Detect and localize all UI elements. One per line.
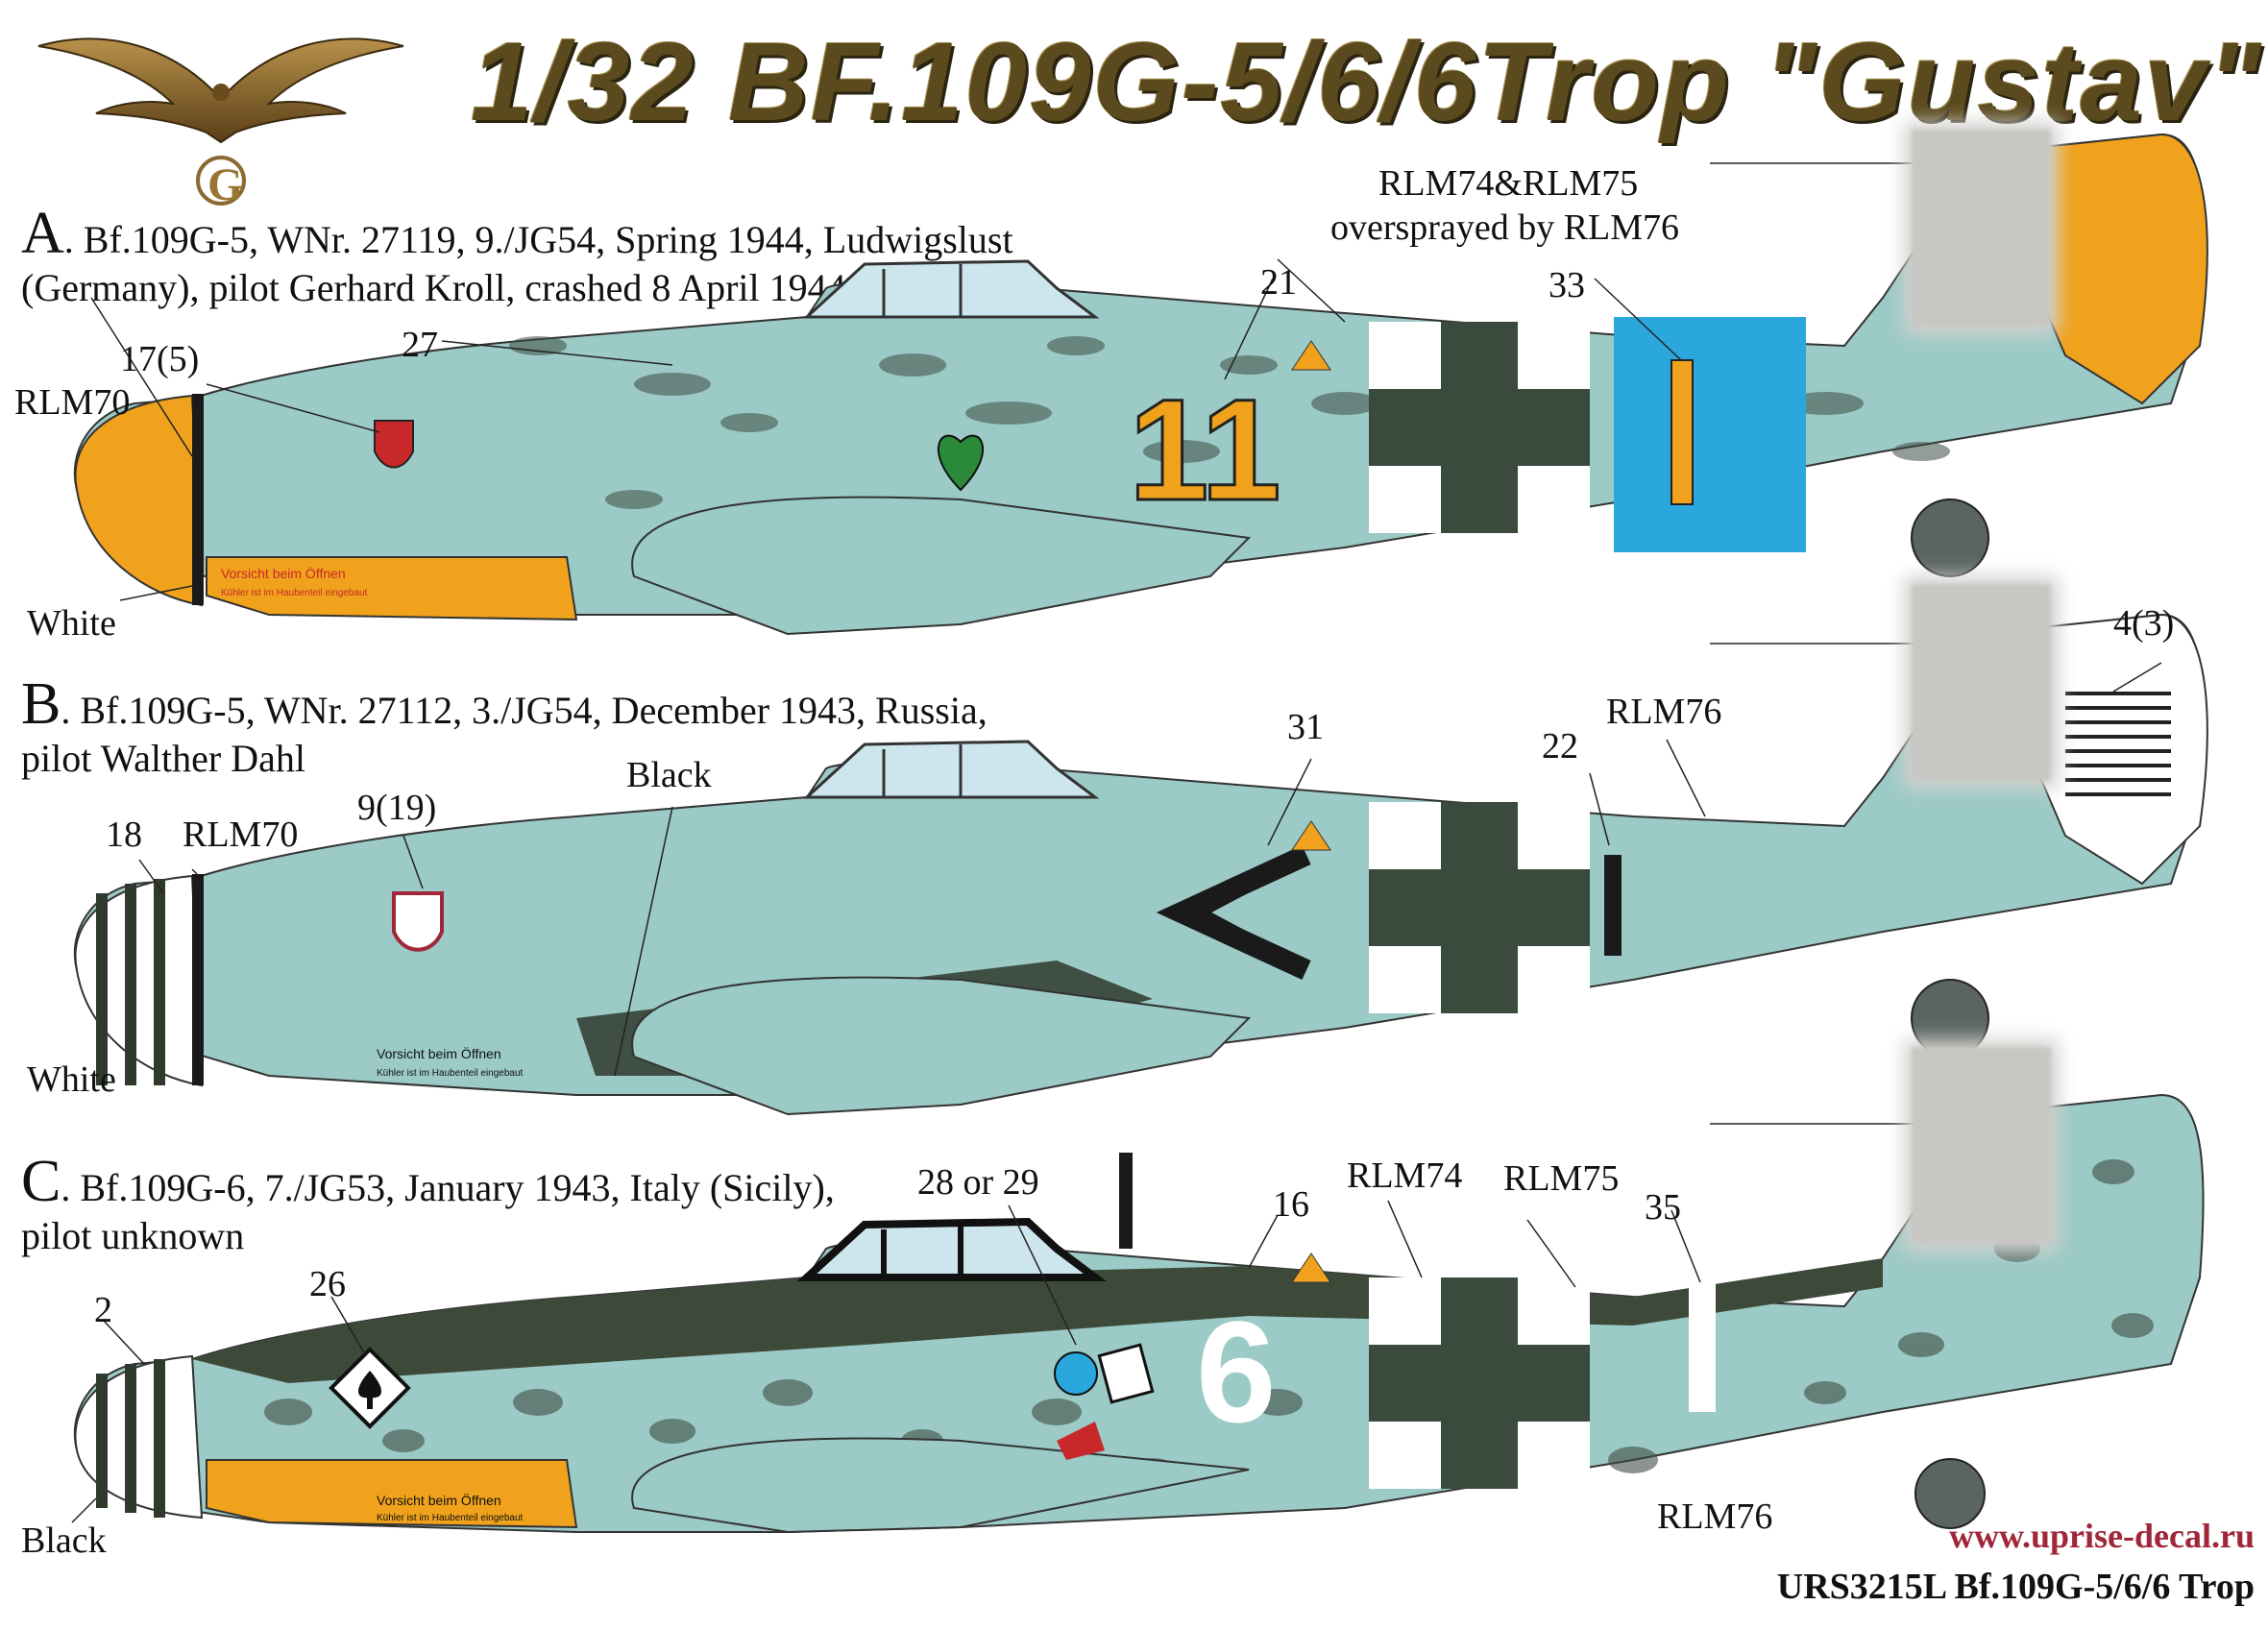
blurred-tail-area-b <box>1912 584 2051 781</box>
profile-a-stencil-sub: Kühler ist im Haubenteil eingebaut <box>221 588 368 598</box>
profile-a-caption: A. Bf.109G-5, WNr. 27119, 9./JG54, Sprin… <box>21 201 1013 309</box>
profile-b-label-4-3: 4(3) <box>2113 603 2175 644</box>
profile-c-label-black: Black <box>21 1521 107 1561</box>
profile-c-label-rlm76: RLM76 <box>1657 1496 1773 1537</box>
profile-b-label-9-19: 9(19) <box>357 788 437 828</box>
profile-b-stencil-warning: Vorsicht beim Öffnen <box>377 1045 501 1061</box>
profile-a-label-33: 33 <box>1549 265 1585 305</box>
profile-c-label-26: 26 <box>309 1264 346 1304</box>
profile-c-stencil-sub: Kühler ist im Haubenteil eingebaut <box>377 1513 524 1523</box>
profile-a-aircraft: 11 Vorsicht beim Öffnen Kühler ist im Ha… <box>73 133 2208 636</box>
blurred-tail-area-c <box>1912 1047 2051 1244</box>
profile-b-label-black: Black <box>626 755 712 795</box>
profile-a-stencil-warning: Vorsicht beim Öffnen <box>221 565 346 581</box>
profile-c-label-2: 2 <box>94 1290 112 1330</box>
profile-a-label-white: White <box>27 603 116 644</box>
profile-a-label-oversprayed: oversprayed by RLM76 <box>1330 207 1680 248</box>
profile-b-caption: B. Bf.109G-5, WNr. 27112, 3./JG54, Decem… <box>21 671 988 780</box>
profile-a-label-rlm74-75: RLM74&RLM75 <box>1378 163 1639 204</box>
profile-b-stencil-sub: Kühler ist im Haubenteil eingebaut <box>377 1068 524 1079</box>
profile-a-label-21: 21 <box>1260 262 1297 303</box>
profile-c-label-rlm75: RLM75 <box>1503 1158 1620 1199</box>
profile-a-label-rlm70: RLM70 <box>14 382 131 423</box>
profile-a-label-17: 17(5) <box>120 339 200 379</box>
logo-letter: G <box>207 159 243 209</box>
product-code: URS3215L Bf.109G-5/6/6 Trop <box>1776 1567 2255 1607</box>
profile-b-label-rlm70: RLM70 <box>183 815 299 855</box>
profile-c-label-rlm74: RLM74 <box>1347 1156 1463 1196</box>
profile-c-caption: C. Bf.109G-6, 7./JG53, January 1943, Ita… <box>21 1149 835 1257</box>
profile-a-code-number: 11 <box>1129 369 1281 530</box>
blurred-tail-area-a <box>1912 130 2051 327</box>
profile-b-label-rlm76: RLM76 <box>1606 692 1722 732</box>
profile-c-label-28-or-29: 28 or 29 <box>917 1162 1039 1203</box>
profile-a-label-27: 27 <box>402 325 438 365</box>
profile-b-label-22: 22 <box>1542 726 1578 766</box>
profile-c-label-35: 35 <box>1645 1187 1681 1228</box>
profile-b-label-18: 18 <box>106 815 142 855</box>
profile-c-stencil-warning: Vorsicht beim Öffnen <box>377 1492 501 1508</box>
website-url[interactable]: www.uprise-decal.ru <box>1949 1517 2255 1555</box>
profile-b-label-31: 31 <box>1287 707 1324 747</box>
profile-c-code-number: 6 <box>1196 1291 1276 1452</box>
profile-c-aircraft: 6 Vorsicht beim <box>71 1093 2205 1534</box>
sheet-title: 1/32 BF.109G-5/6/6Trop "Gustav" <box>471 19 2263 144</box>
profile-b-label-white: White <box>27 1059 116 1100</box>
eagle-icon: G <box>37 37 404 209</box>
profile-c-label-16: 16 <box>1273 1184 1309 1225</box>
